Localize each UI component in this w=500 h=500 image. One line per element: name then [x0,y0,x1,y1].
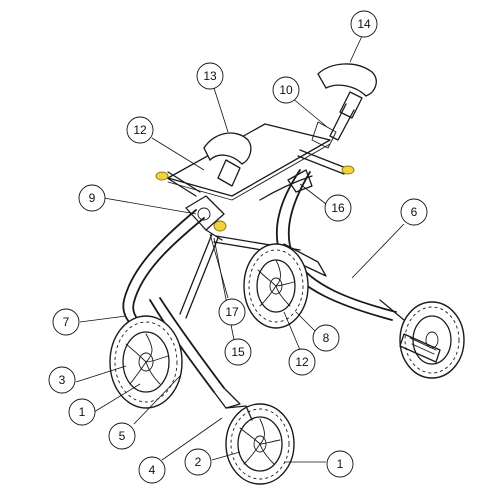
end-cap-left [155,171,169,181]
callout-8: 8 [312,324,340,352]
folding-joint [185,195,225,241]
callout-2: 2 [184,448,212,476]
wheel-rear-right [379,299,465,379]
callout-16: 16 [324,194,352,222]
callout-label: 2 [195,455,202,469]
callout-label: 14 [357,17,371,31]
callout-label: 1 [79,405,86,419]
callout-label: 1 [337,457,344,471]
callout-1-right: 1 [326,450,354,478]
callout-12-bottom: 12 [288,348,316,376]
callout-label: 12 [295,355,309,369]
callout-12-top: 12 [126,116,154,144]
callout-label: 3 [59,373,66,387]
callout-7: 7 [52,308,80,336]
callout-6: 6 [400,198,428,226]
handle-grip-left [203,132,252,187]
callout-10: 10 [272,76,300,104]
callout-label: 12 [133,123,147,137]
callout-4: 4 [138,456,166,484]
callout-14: 14 [350,10,378,38]
handle-grip-right [311,63,377,149]
callout-label: 10 [279,83,293,97]
callout-label: 8 [323,331,330,345]
cross-bars [155,149,355,232]
callout-15: 15 [224,338,252,366]
callout-13: 13 [196,62,224,90]
callout-label: 17 [225,305,239,319]
callout-label: 6 [411,205,418,219]
end-cap-right [341,165,355,175]
wheel-front-bottom [225,403,295,485]
callout-9: 9 [78,184,106,212]
callout-17: 17 [218,298,246,326]
wheel-front-left [109,315,183,409]
callout-label: 9 [89,191,96,205]
leader-lines [75,35,405,463]
callout-label: 15 [231,345,245,359]
callout-5: 5 [108,422,136,450]
callout-label: 7 [63,315,70,329]
callout-label: 4 [149,463,156,477]
callout-label: 16 [331,201,345,215]
callout-label: 13 [203,69,217,83]
callout-1-left: 1 [68,398,96,426]
wheel-rear-center [243,243,309,329]
callout-label: 5 [119,429,126,443]
folding-knob [213,220,227,232]
callout-3: 3 [48,366,76,394]
